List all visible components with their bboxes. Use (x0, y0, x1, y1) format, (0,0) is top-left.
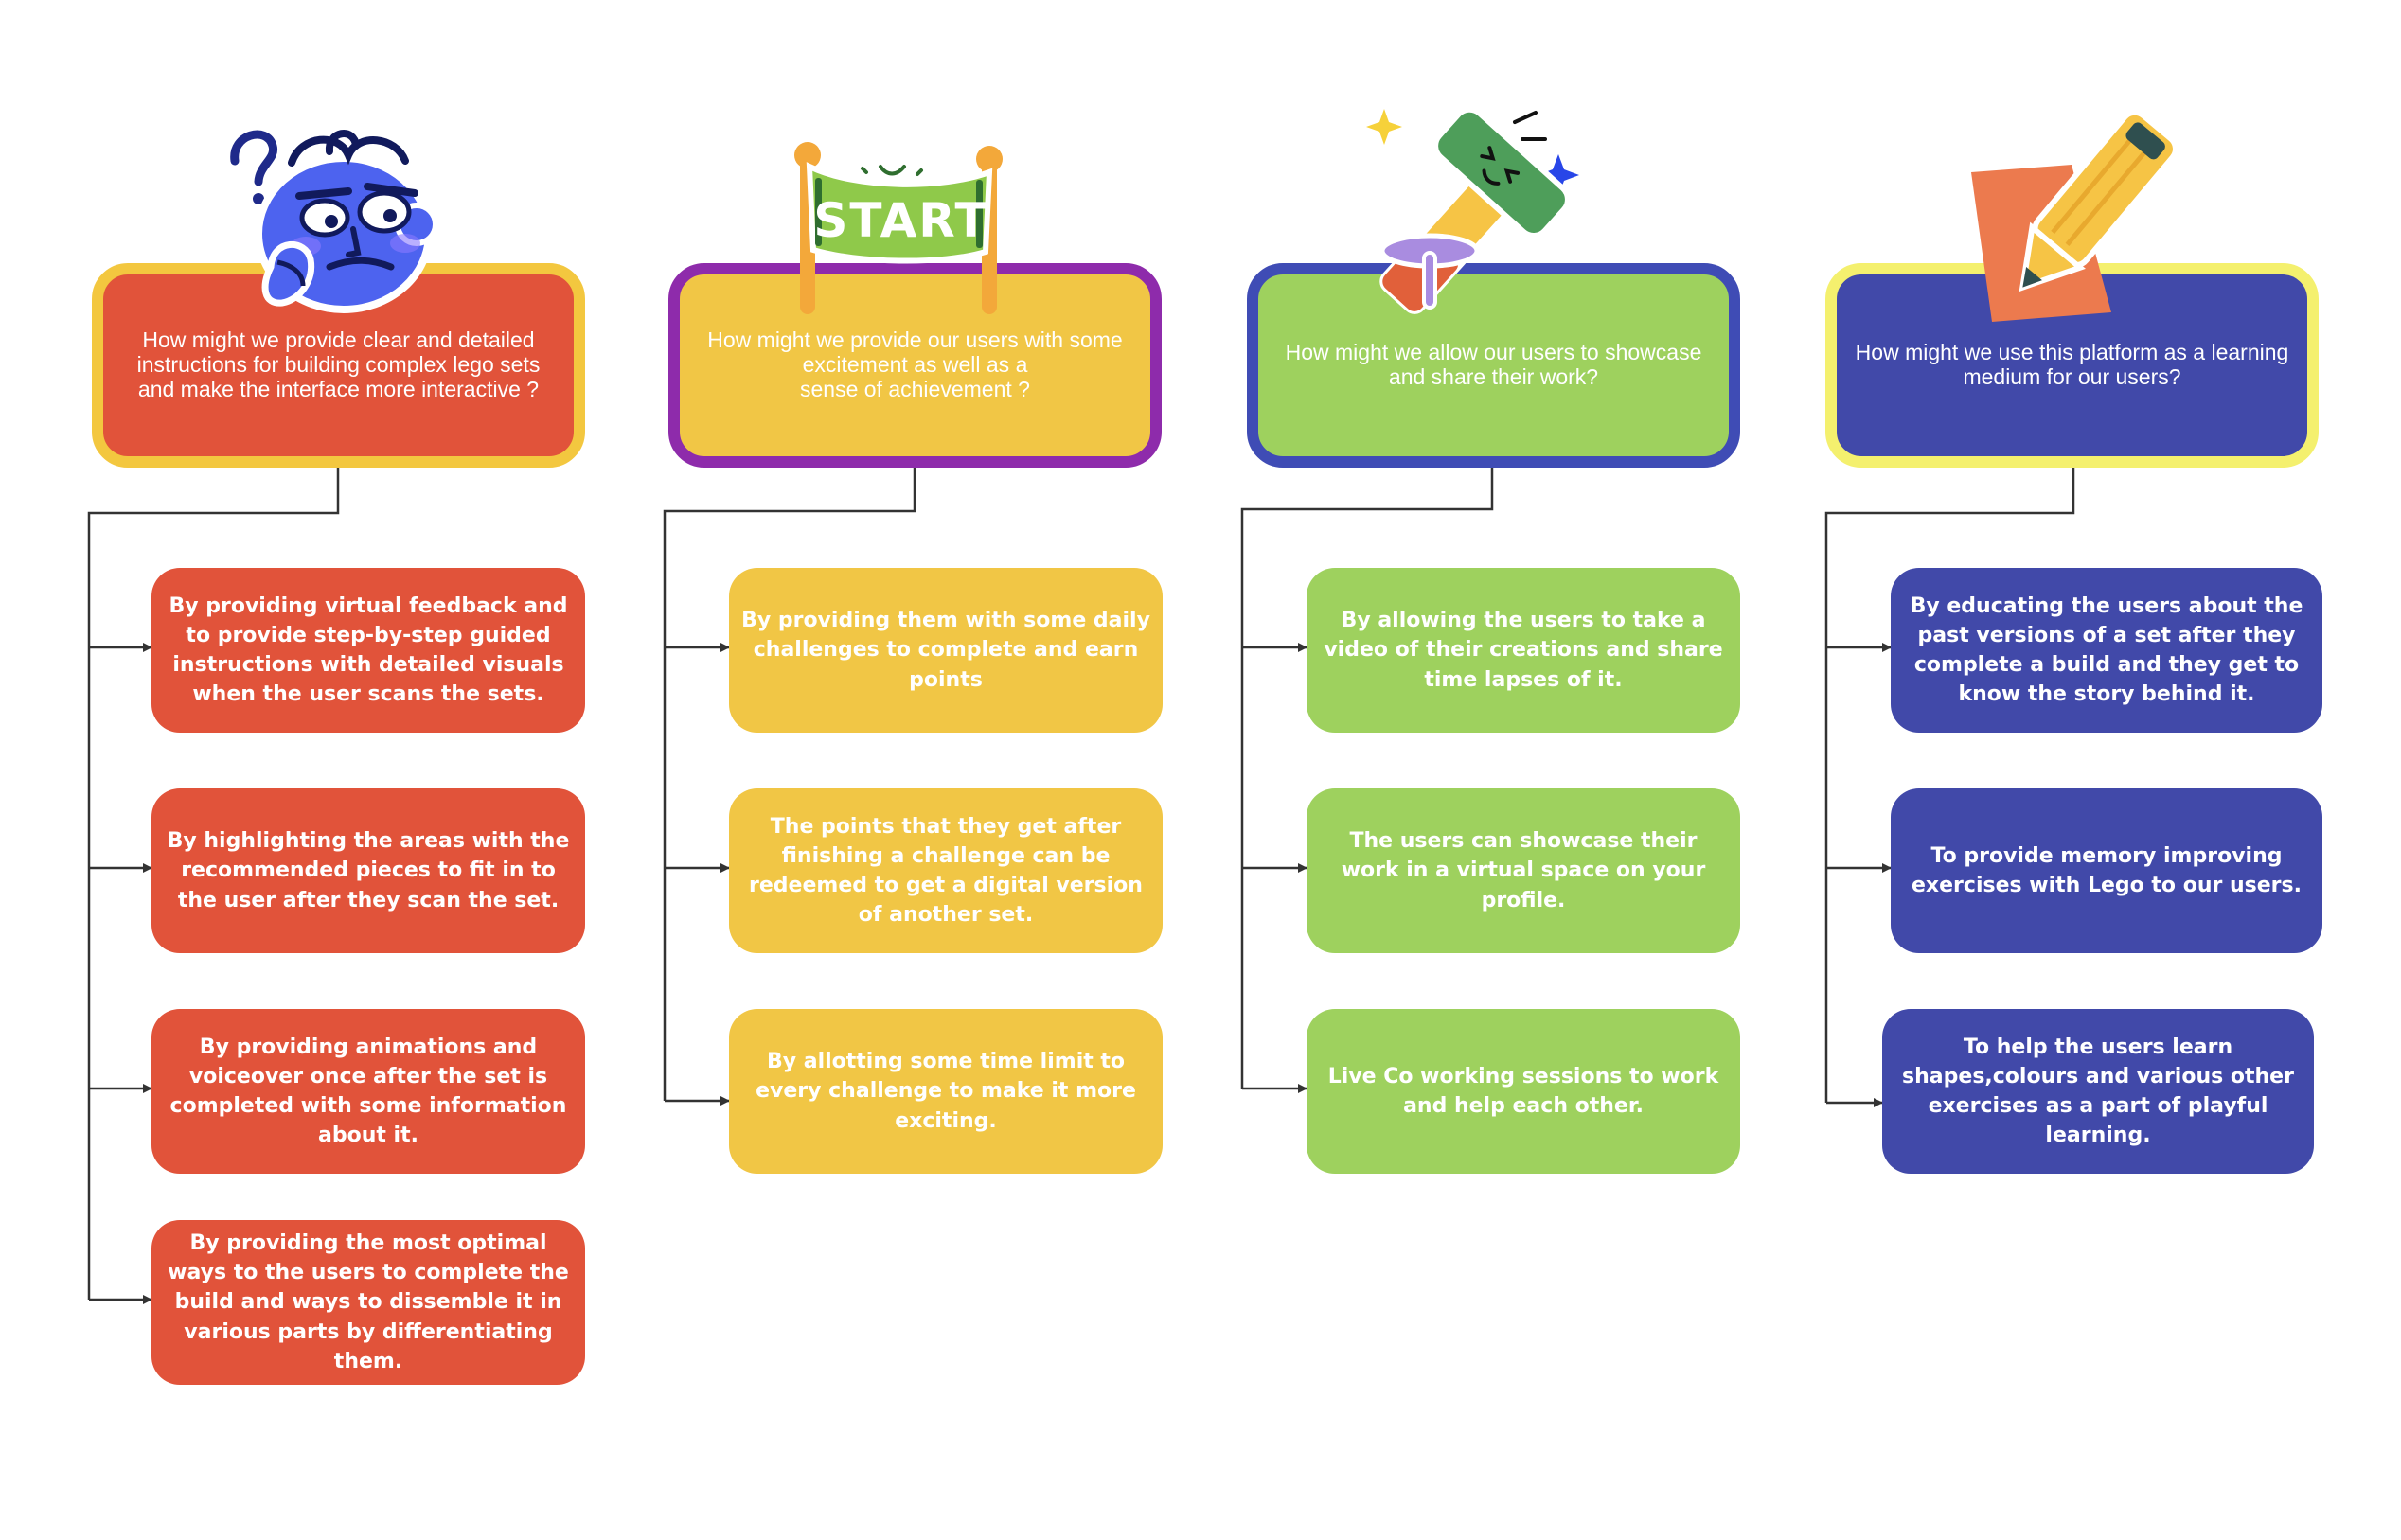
idea-text-3-3: Live Co working sessions to work and hel… (1327, 1064, 1719, 1118)
idea-card-1-1: By providing virtual feedback and to pro… (151, 568, 585, 733)
idea-text-2-3: By allotting some time limit to every ch… (756, 1050, 1136, 1133)
idea-text-1-1: By providing virtual feedback and to pro… (169, 593, 568, 707)
idea-text-1-4: By providing the most optimal ways to th… (168, 1230, 569, 1373)
question-text-1: How might we provide clear and detailed … (136, 327, 541, 401)
idea-text-1-2: By highlighting the areas with the recom… (167, 829, 570, 912)
start-banner-text: START (813, 193, 988, 248)
connector-trunk-2 (663, 468, 916, 1101)
question-text-4: How might we use this platform as a lear… (1855, 340, 2289, 389)
idea-text-2-2: The points that they get after finishing… (749, 814, 1143, 928)
idea-card-2-3: By allotting some time limit to every ch… (729, 1009, 1163, 1174)
idea-card-4-2: To provide memory improving exercises wi… (1891, 788, 2322, 953)
idea-card-2-2: The points that they get after finishing… (729, 788, 1163, 953)
pencil-icon (1971, 109, 2179, 322)
idea-text-4-1: By educating the users about the past ve… (1910, 593, 2303, 707)
connector-trunk-4 (1824, 468, 2075, 1103)
idea-card-1-4: By providing the most optimal ways to th… (151, 1220, 585, 1385)
connector-trunk-3 (1240, 468, 1494, 1089)
question-card-3: How might we allow our users to showcase… (1247, 263, 1740, 468)
confused-face-icon (230, 130, 438, 313)
connector-trunk-1 (87, 468, 340, 1300)
start-banner-icon: START (794, 142, 1003, 314)
idea-card-1-3: By providing animations and voiceover on… (151, 1009, 585, 1174)
idea-card-3-2: The users can showcase their work in a v… (1307, 788, 1740, 953)
idea-text-4-3: To help the users learn shapes,colours a… (1902, 1035, 2294, 1148)
question-text-2: How might we provide our users with some… (707, 327, 1123, 401)
idea-text-2-1: By providing them with some daily challe… (741, 609, 1150, 692)
connector-group (87, 468, 2075, 1304)
idea-text-1-3: By providing animations and voiceover on… (169, 1035, 567, 1148)
idea-card-3-3: Live Co working sessions to work and hel… (1307, 1009, 1740, 1174)
idea-card-2-1: By providing them with some daily challe… (729, 568, 1163, 733)
idea-card-4-1: By educating the users about the past ve… (1891, 568, 2322, 733)
idea-card-4-3: To help the users learn shapes,colours a… (1882, 1009, 2314, 1174)
question-text-3: How might we allow our users to showcase… (1285, 340, 1702, 389)
idea-text-4-2: To provide memory improving exercises wi… (1912, 843, 2302, 897)
idea-card-1-2: By highlighting the areas with the recom… (151, 788, 585, 953)
hammer-icon (1366, 106, 1579, 314)
idea-text-3-2: The users can showcase their work in a v… (1341, 829, 1706, 912)
question-card-2: How might we provide our users with some… (668, 263, 1162, 468)
idea-card-3-1: By allowing the users to take a video of… (1307, 568, 1740, 733)
idea-text-3-1: By allowing the users to take a video of… (1324, 609, 1723, 692)
